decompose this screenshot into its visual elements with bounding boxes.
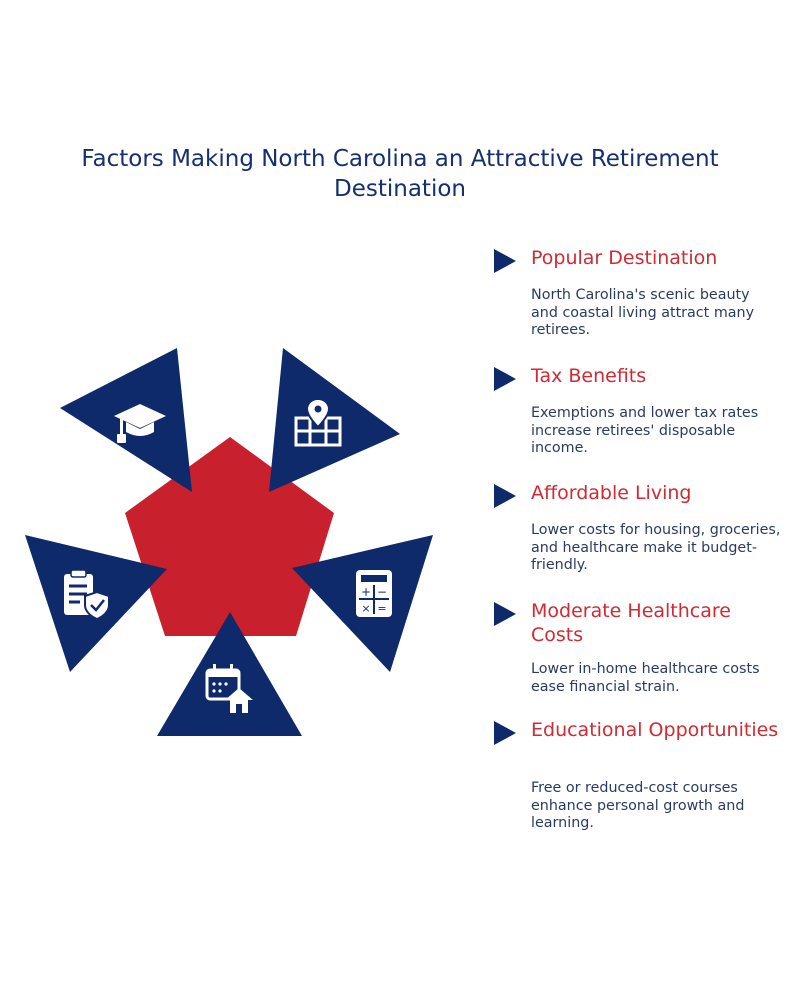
factor-heading: Tax Benefits (531, 365, 647, 387)
page-title: Factors Making North Carolina an Attract… (81, 146, 719, 202)
segment-affordability: + − × = (292, 535, 433, 672)
segment-education (60, 348, 192, 492)
segment-healthcare (157, 612, 302, 736)
map-location-icon (294, 397, 342, 447)
play-arrow-icon (494, 249, 516, 273)
svg-text:×: × (361, 602, 370, 615)
segment-location (269, 348, 400, 492)
svg-text:=: = (377, 602, 386, 615)
factor-heading: Moderate Healthcare Costs (531, 600, 731, 646)
factor-description: North Carolina's scenic beauty and coast… (531, 287, 755, 338)
play-arrow-icon (494, 721, 516, 745)
play-arrow-icon (494, 484, 516, 508)
factor-diagram: + − × = (25, 348, 433, 736)
factor-heading: Educational Opportunities (531, 719, 779, 741)
center-pentagon (125, 437, 334, 636)
factor-description: Exemptions and lower tax rates increase … (531, 405, 759, 456)
factor-description: Lower costs for housing, groceries, and … (531, 522, 781, 573)
graduation-cap-icon (114, 404, 166, 443)
factor-description: Free or reduced-cost courses enhance per… (531, 780, 745, 831)
factor-heading: Popular Destination (531, 247, 718, 269)
svg-text:+: + (361, 585, 371, 599)
calendar-home-icon (205, 664, 253, 713)
play-arrow-icon (494, 602, 516, 626)
calculator-icon: + − × = (356, 570, 392, 617)
svg-text:−: − (377, 585, 387, 599)
factor-description: Lower in-home healthcare costs ease fina… (531, 661, 760, 695)
segment-tax (25, 535, 167, 672)
play-arrow-icon (494, 367, 516, 391)
clipboard-check-icon (64, 569, 110, 621)
factor-heading: Affordable Living (531, 482, 692, 504)
